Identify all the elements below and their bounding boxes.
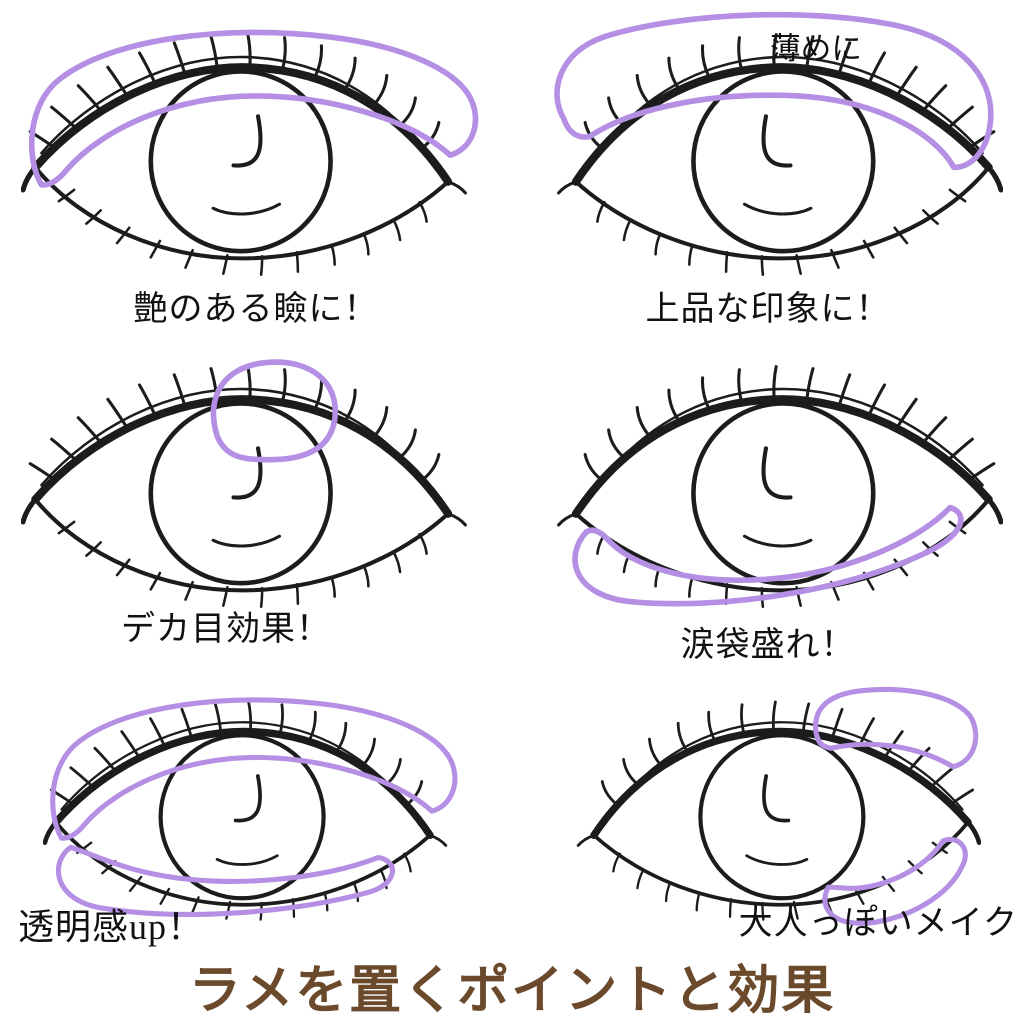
panel-label-clarity: 透明感up！	[18, 907, 205, 947]
eye-illustration-tear-bag	[533, 338, 1003, 645]
panel-label-glossy-lid: 艶のある瞼に！	[133, 291, 379, 328]
eye-illustration-glossy-lid	[21, 29, 479, 313]
panel-label-big-eye: デカ目効果！	[121, 611, 331, 648]
page-title: ラメを置くポイントと効果	[188, 961, 836, 1021]
panel-label-tear-bag: 涙袋盛れ！	[680, 627, 856, 664]
panel-elegant: 薄めに 上品な印象に！	[512, 0, 1024, 332]
panel-label-elegant: 上品な印象に！	[645, 291, 891, 328]
glitter-zone-lid-center	[210, 359, 339, 463]
panel-tear-bag: 涙袋盛れ！	[512, 332, 1024, 670]
glitter-zone-outer-lid	[813, 686, 979, 770]
eye-illustration-mature	[555, 686, 981, 926]
glitter-zone-full-lid	[28, 29, 479, 188]
annotation-thin: 薄めに	[770, 32, 862, 66]
eye-illustration-big-eye	[21, 359, 491, 645]
glitter-zone-outer-lower	[822, 836, 968, 926]
glitter-zone-under-eye	[572, 504, 964, 607]
panel-big-eye: デカ目効果！	[0, 332, 512, 670]
eye-illustration-elegant: 薄めに	[554, 11, 1003, 313]
panel-glossy-lid: 艶のある瞼に！	[0, 0, 512, 332]
glitter-zone-full-lid	[50, 697, 458, 841]
panel-label-mature: 大人っぽいメイク	[738, 905, 1018, 942]
glitter-zone-thin-lid	[554, 11, 994, 171]
eye-illustration-clarity	[43, 697, 458, 954]
glitter-zone-under-eye	[55, 844, 396, 917]
panel-clarity: 透明感up！	[0, 670, 512, 947]
panel-mature: 大人っぽいメイク	[512, 670, 1024, 944]
